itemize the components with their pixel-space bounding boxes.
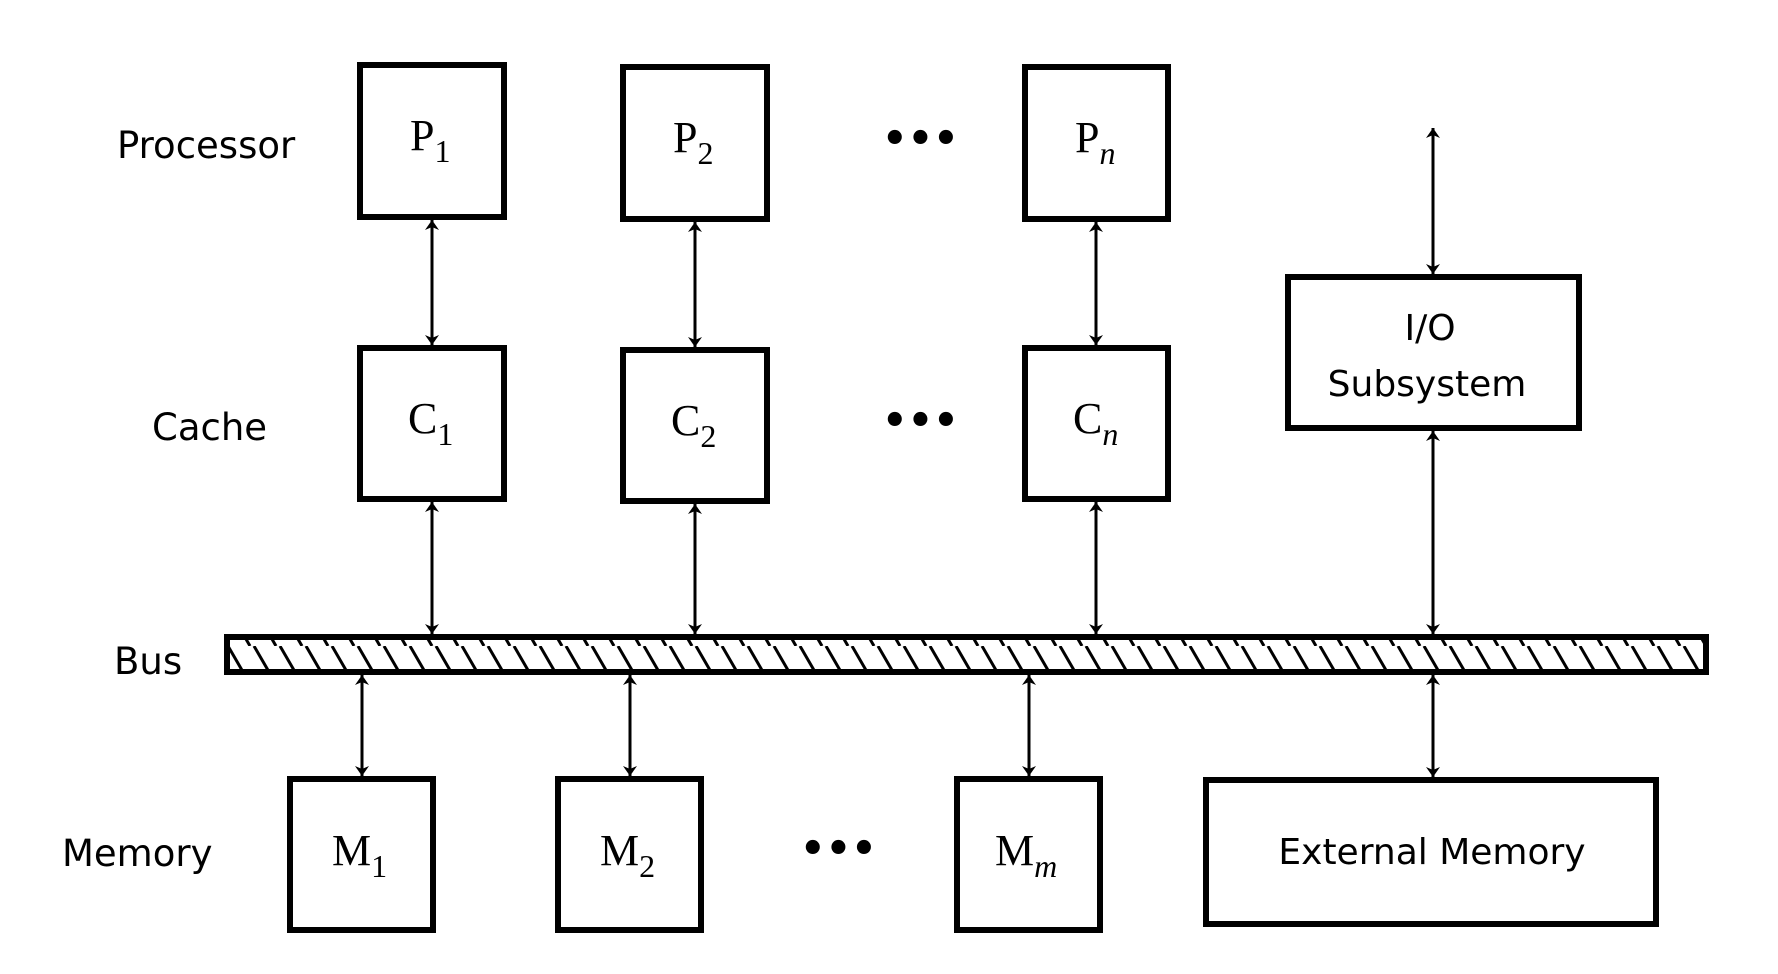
system-bus	[224, 634, 1709, 675]
memory-box-m: Mm	[954, 776, 1103, 933]
processor-label-1: P1	[410, 111, 450, 169]
processor-label-2: P2	[673, 113, 713, 171]
cache-label-2: C2	[671, 396, 716, 454]
row-label-memory: Memory	[62, 832, 212, 875]
processor-ellipsis: •••	[882, 116, 959, 162]
row-label-processor: Processor	[117, 124, 296, 167]
memory-label-2: M2	[600, 826, 655, 884]
io-subsystem-box: I/O Subsystem	[1285, 274, 1582, 431]
processor-box-2: P2	[620, 64, 770, 222]
io-label-line1: I/O	[1404, 308, 1455, 349]
connections	[355, 128, 1440, 777]
row-label-cache: Cache	[152, 406, 267, 449]
row-label-bus: Bus	[114, 640, 182, 683]
bus-bar	[224, 634, 1709, 675]
memory-box-1: M1	[287, 776, 436, 933]
memory-ellipsis: •••	[800, 826, 877, 872]
processor-label-n: Pn	[1075, 113, 1115, 171]
io-label-line2: Subsystem	[1328, 364, 1527, 405]
cache-label-1: C1	[408, 394, 453, 452]
processor-box-n: Pn	[1022, 64, 1171, 222]
processor-box-1: P1	[357, 62, 507, 220]
cache-box-2: C2	[620, 347, 770, 504]
memory-label-1: M1	[332, 826, 387, 884]
cache-label-n: Cn	[1073, 394, 1118, 452]
memory-label-m: Mm	[995, 826, 1057, 884]
cache-box-1: C1	[357, 345, 507, 502]
external-memory-box: External Memory	[1203, 777, 1659, 927]
cache-box-n: Cn	[1022, 345, 1171, 502]
cache-ellipsis: •••	[882, 398, 959, 444]
memory-box-2: M2	[555, 776, 704, 933]
external-memory-label: External Memory	[1278, 832, 1585, 873]
